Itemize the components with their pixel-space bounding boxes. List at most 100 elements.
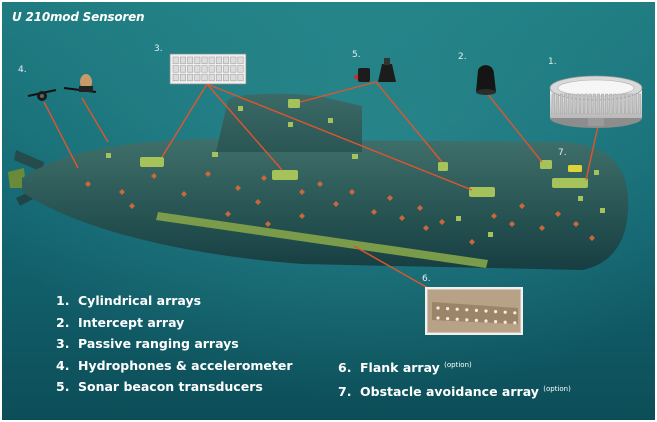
sensor-dot [594,170,599,175]
sensor-dot [238,106,243,111]
flank-hole [456,318,459,321]
panel-cell [231,66,236,73]
legend-item-7: 7.Obstacle avoidance array (option) [338,379,571,403]
panel-cell [187,74,192,81]
panel-cell [187,66,192,73]
intercept-array-icon [476,65,496,95]
panel-cell [223,57,228,64]
ring-cell [589,94,592,114]
panel-cell [187,57,192,64]
panel-cell [202,57,207,64]
flank-hole [446,307,449,310]
callout-number-2: 2. [458,52,467,62]
ring-cell [622,94,625,114]
legend-item-6: 6.Flank array (option) [338,355,571,379]
legend-item-1: 1.Cylindrical arrays [56,290,293,312]
ring-cell [618,94,621,114]
sensor-dot [288,122,293,127]
panel-cell [238,66,243,73]
panel-cell [238,74,243,81]
panel-cell [202,74,207,81]
sensor-dot [352,154,358,159]
sensor-patch [438,162,448,171]
flank-hole [436,316,439,319]
panel-cell [216,66,221,73]
panel-cell [195,74,200,81]
callout-number-7: 7. [558,148,567,158]
callout-number-1: 1. [548,57,557,67]
cylindrical-array-icon [550,76,642,128]
sensor-patch [140,157,164,167]
legend-left: 1.Cylindrical arrays 2.Intercept array 3… [56,290,293,398]
flank-hole [436,306,439,309]
sensor-dot [328,118,333,123]
ring-cell [577,94,580,114]
flank-hole [513,311,516,314]
panel-cell [173,66,178,73]
diagram-title: U 210mod Sensoren [12,10,144,24]
panel-cell [231,57,236,64]
ring-cell [573,94,576,114]
flank-hole [513,321,516,324]
sensor-dot [456,216,461,221]
sensor-patch [272,170,298,180]
ring-cell [556,94,559,114]
panel-cell [173,74,178,81]
ring-cell [634,94,637,114]
panel-cell [180,66,185,73]
legend-right: 6.Flank array (option) 7.Obstacle avoida… [338,355,571,402]
callout-number-4: 4. [18,65,27,75]
flank-hole [504,321,507,324]
panel-cell [180,74,185,81]
sensor-dot [578,196,583,201]
flank-hole [446,317,449,320]
ring-cell [630,94,633,114]
panel-cell [173,57,178,64]
ring-cell [552,94,555,114]
flank-array-photo [426,288,522,334]
ring-cell [638,94,641,114]
flank-hole [465,318,468,321]
flank-hole [494,310,497,313]
panel-cell [238,57,243,64]
panel-cell [195,57,200,64]
legend-item-3: 3.Passive ranging arrays [56,333,293,355]
panel-cell [216,57,221,64]
cylindrical-array-patch [552,178,588,188]
sensor-patch [469,187,495,197]
ring-cell [605,94,608,114]
flank-hole [494,320,497,323]
flank-hole [475,309,478,312]
sensor-dot [106,153,111,158]
ring-cell [614,94,617,114]
panel-cell [195,66,200,73]
obstacle-avoidance-patch [568,165,582,172]
flank-hole [484,319,487,322]
sensor-dot [488,232,493,237]
panel-cell [209,74,214,81]
ring-cell [601,94,604,114]
sensor-dot [212,152,218,157]
ring-cell [560,94,563,114]
legend-item-4: 4.Hydrophones & accelerometer [56,355,293,377]
sensor-patch [288,99,300,108]
flank-hole [475,319,478,322]
callout-number-3: 3. [154,44,163,54]
ring-cell [597,94,600,114]
panel-cell [223,66,228,73]
legend-item-5: 5.Sonar beacon transducers [56,376,293,398]
passive-ranging-array-icon [170,54,246,84]
panel-cell [209,57,214,64]
ring-cell [564,94,567,114]
callout-number-5: 5. [352,50,361,60]
sensor-dot [600,208,605,213]
ring-cell [626,94,629,114]
panel-cell [231,74,236,81]
panel-cell [202,66,207,73]
panel-cell [216,74,221,81]
callout-number-6: 6. [422,274,431,284]
flank-hole [456,308,459,311]
ring-cell [609,94,612,114]
panel-cell [180,57,185,64]
